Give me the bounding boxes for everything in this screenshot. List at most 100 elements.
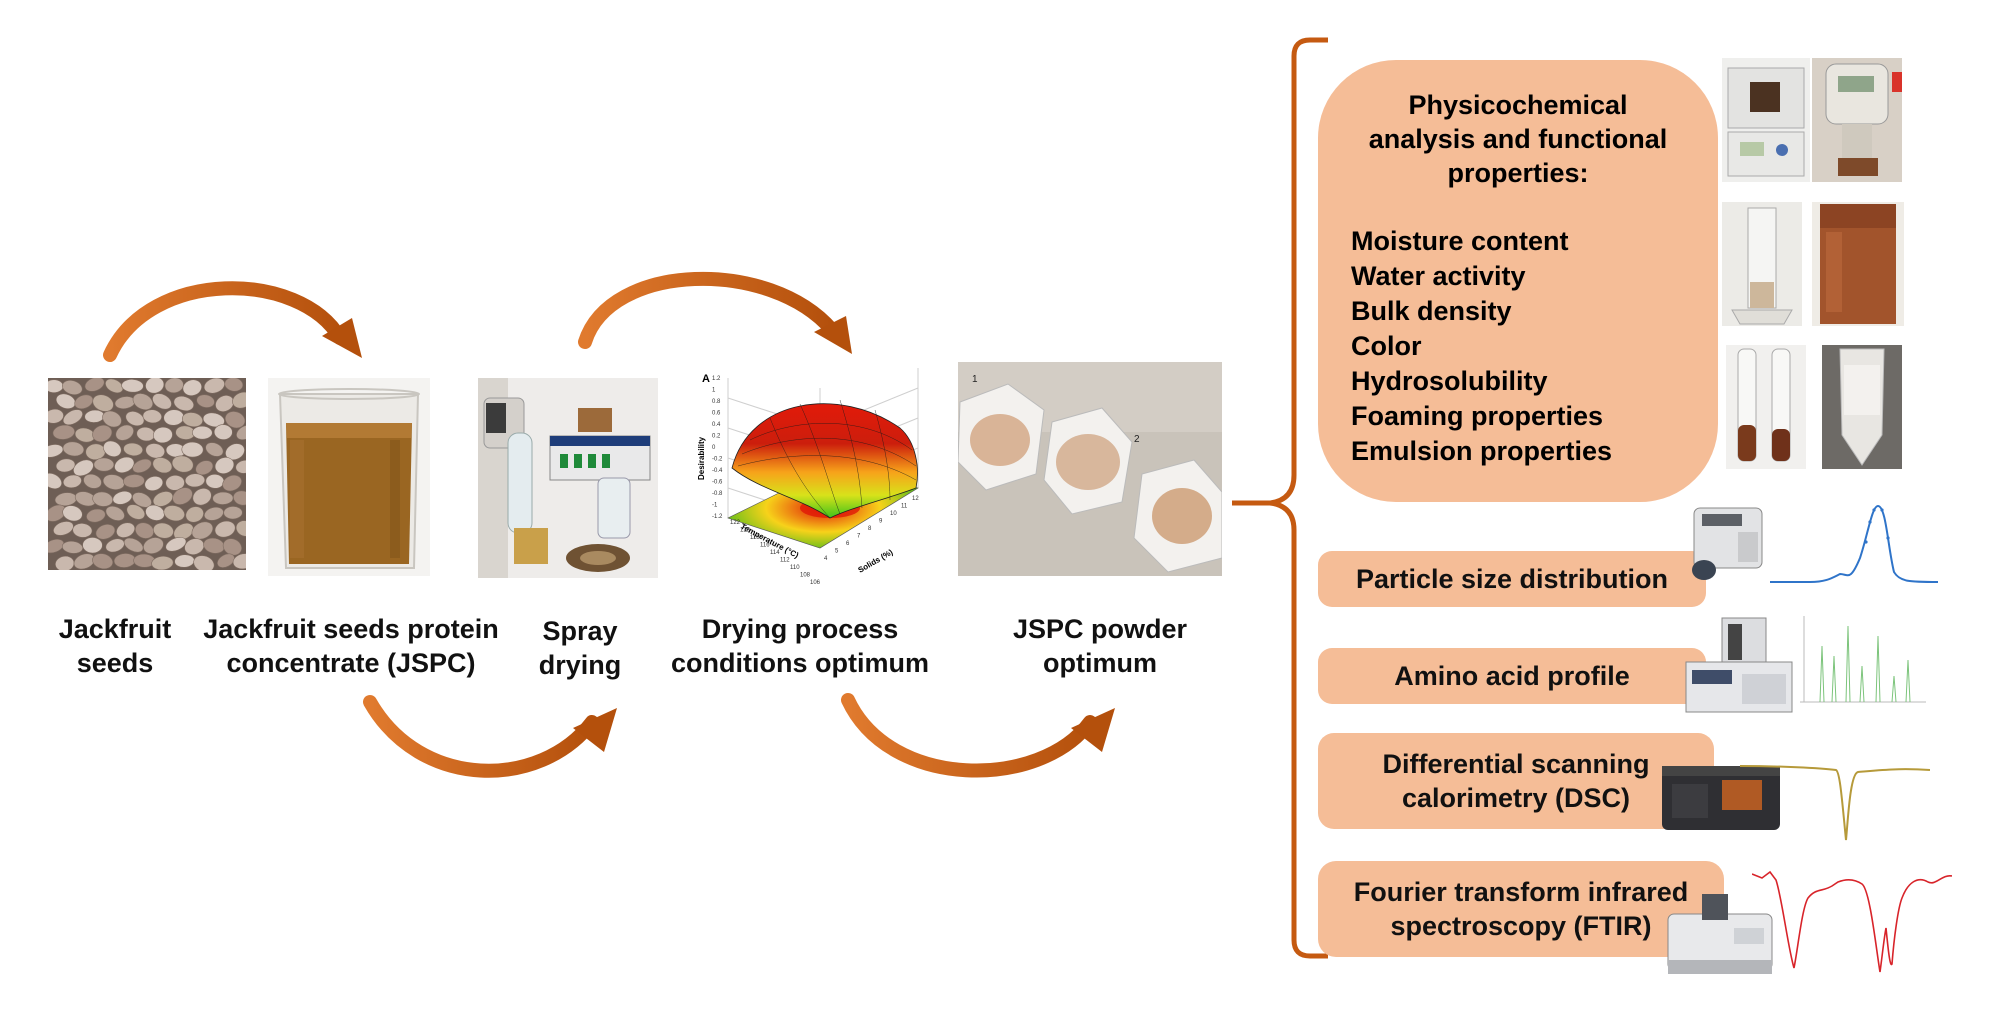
y-tick-label: 6 — [846, 541, 850, 547]
seed — [55, 458, 76, 473]
physicochemical-title: Physicochemical analysis and functional … — [1368, 90, 1668, 188]
seed — [182, 379, 202, 396]
seed — [114, 456, 135, 474]
particle-size-curve — [1770, 504, 1938, 583]
seed — [102, 474, 125, 490]
seed — [48, 408, 64, 424]
seed — [144, 475, 164, 492]
seed — [83, 473, 102, 489]
seed — [184, 473, 206, 488]
x-tick-label: 106 — [810, 580, 821, 586]
conical-tube-photo — [1822, 345, 1902, 469]
seed — [73, 459, 94, 477]
seed — [84, 378, 105, 392]
seed — [152, 393, 172, 410]
arrow-concentrate-to-spray-drying — [363, 695, 617, 778]
x-tick-label: 120 — [740, 528, 751, 534]
seed — [164, 378, 184, 394]
seed — [143, 537, 164, 554]
seed — [233, 490, 246, 506]
seed — [203, 378, 225, 394]
seed — [153, 522, 174, 539]
chromatogram-curve — [1800, 616, 1926, 703]
dsc-curve — [1740, 765, 1930, 841]
seed — [123, 442, 143, 457]
seed — [92, 553, 114, 570]
seed — [196, 394, 215, 408]
seed — [182, 412, 203, 428]
z-tick-label: 0 — [712, 445, 716, 451]
seed — [235, 459, 246, 474]
z-tick-label: -1.2 — [712, 514, 723, 520]
seed — [92, 424, 113, 443]
seed — [123, 537, 144, 553]
water-activity-meter-photo — [1812, 58, 1902, 182]
property-moisture: Moisture content — [1351, 226, 1569, 256]
seed — [203, 506, 224, 521]
seed — [48, 472, 62, 490]
plot-panel-letter: A — [702, 373, 710, 385]
property-emulsion: Emulsion properties — [1351, 436, 1613, 466]
seed — [214, 520, 236, 538]
seed — [165, 536, 187, 552]
y-tick-label: 12 — [912, 496, 919, 502]
seed — [225, 443, 245, 461]
x-tick-label: 122 — [730, 520, 741, 526]
ftir-instrument-photo — [1664, 890, 1776, 980]
seed — [172, 487, 193, 505]
seed — [213, 424, 233, 440]
y-tick-label: 5 — [835, 549, 839, 555]
plot-y-axis-label: Solids (%) — [857, 547, 895, 574]
seed — [126, 504, 146, 520]
seed — [121, 379, 144, 393]
y-tick-label: 8 — [868, 526, 872, 532]
property-foaming: Foaming properties — [1351, 401, 1604, 431]
property-color: Color — [1351, 331, 1422, 361]
seed — [92, 394, 114, 412]
physicochemical-analysis-box: Physicochemical analysis and functional … — [1318, 60, 1718, 502]
seed — [135, 522, 154, 539]
seed — [163, 505, 185, 522]
seed — [173, 395, 195, 412]
z-tick-label: 0.8 — [712, 399, 721, 405]
x-tick-label: 110 — [790, 565, 800, 571]
seed — [205, 442, 224, 457]
dsc-instrument-photo — [1660, 762, 1782, 834]
seed — [48, 538, 65, 554]
seed — [193, 555, 215, 570]
seed — [223, 506, 243, 520]
arrow-optimum-to-powder — [841, 693, 1115, 778]
seed — [202, 412, 225, 428]
ftir-spectrum-curve — [1752, 870, 1952, 973]
plot-z-axis-label: Desirability — [697, 436, 706, 480]
seed — [185, 506, 204, 523]
seed — [171, 455, 194, 473]
seed — [236, 424, 246, 440]
arrow-seeds-to-concentrate — [103, 281, 362, 362]
seed — [93, 457, 115, 472]
z-tick-label: 0.2 — [712, 434, 721, 440]
seed — [232, 553, 246, 570]
seed — [62, 441, 85, 457]
y-tick-label: 10 — [890, 511, 897, 517]
spray-dryer-photo — [478, 378, 658, 578]
seed — [102, 410, 122, 428]
seed — [62, 474, 82, 489]
amino-acid-box: Amino acid profile — [1318, 648, 1706, 704]
seed — [105, 378, 124, 394]
seed — [61, 540, 84, 554]
seed — [192, 425, 213, 440]
foam-beaker-photo — [1812, 202, 1904, 326]
seeds-photo — [48, 378, 246, 570]
seed — [48, 379, 64, 393]
seed — [72, 523, 93, 538]
emulsion-tubes-photo — [1726, 345, 1806, 469]
seed — [123, 474, 145, 488]
